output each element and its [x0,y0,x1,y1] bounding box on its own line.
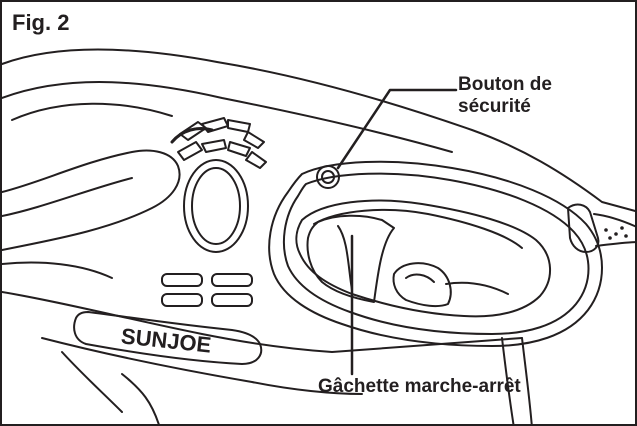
handle-opening [295,199,552,318]
trigger [306,214,395,303]
leader-line-safety [336,88,458,170]
cable-line [501,337,515,424]
callout-safety-line2: sécurité [458,95,531,117]
vent-slot [245,151,267,169]
front-guard-inner [2,177,133,217]
power-cord [595,241,635,247]
power-cord [593,213,635,228]
front-guard-lower [2,261,113,279]
vent-slot [227,141,251,157]
inner-mechanism-detail [445,281,509,295]
handle-loop-mid [282,172,590,335]
callout-safety-line1: Bouton de [458,74,552,95]
inner-mechanism [392,262,452,308]
inner-mechanism-detail [405,273,435,283]
handle-loop-outer [268,160,603,347]
lower-vent-slot [161,293,203,307]
housing-top-ridge [2,81,453,153]
safety-button [316,165,340,189]
cord-guard [567,203,600,253]
cable-line [521,337,533,424]
handle-opening-inner [313,208,523,249]
lower-vent-slot [161,273,203,287]
trigger-face [337,225,353,291]
housing-inner-ridge [11,102,173,121]
safety-button-cap [321,170,335,184]
callout-trigger: Gâchette marche-arrêt [318,376,521,397]
lower-body [2,291,523,353]
bottom-foot-2 [121,373,160,424]
lower-body-edge [41,337,363,395]
lower-vent-slot [211,273,253,287]
oval-window [183,159,249,253]
cord-texture [604,226,628,240]
vent-slot [177,141,203,161]
figure-label: Fig. 2 [12,10,70,35]
oval-window-inner [191,167,241,245]
callout-safety-button: Bouton de sécurité [458,74,552,118]
vent-slot [243,131,265,149]
lower-vent-slot [211,293,253,307]
housing-outline [2,48,635,212]
vent-slot [227,119,251,133]
front-guard [2,149,181,251]
vent-slot [201,139,227,153]
bottom-foot [61,351,123,413]
vent-slot [170,127,214,144]
vent-slot [201,117,229,133]
logo-plate [73,311,263,365]
